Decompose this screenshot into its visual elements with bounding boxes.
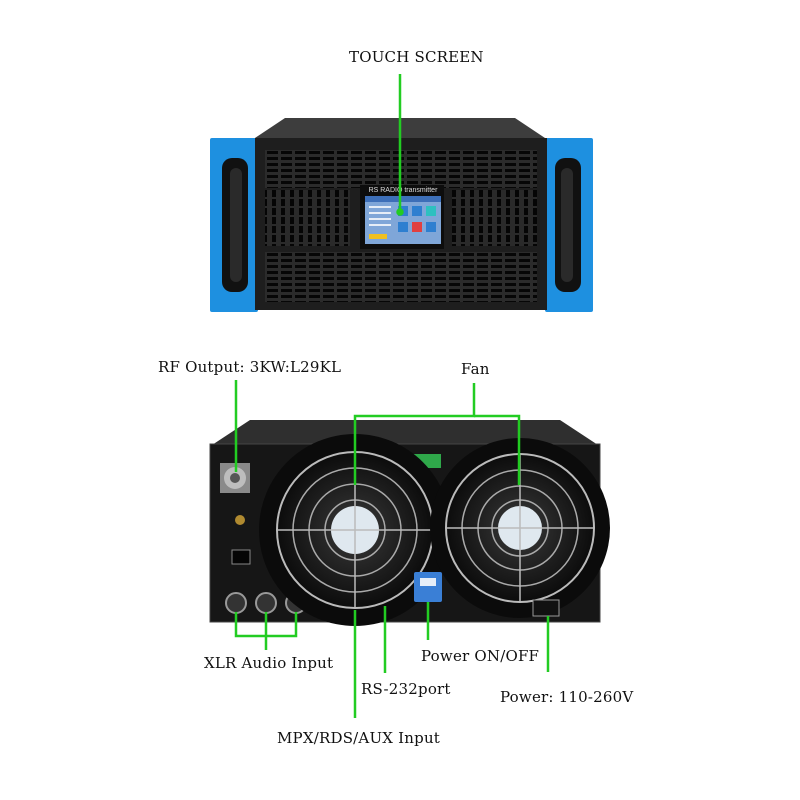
label-fan: Fan	[461, 360, 490, 378]
label-rs232-port: RS-232port	[361, 680, 451, 698]
label-touch-screen: TOUCH SCREEN	[349, 48, 484, 66]
label-power: Power: 110-260V	[500, 688, 634, 706]
screen-header-text: RS RADIO transmitter	[369, 187, 439, 194]
xlr-connector-2	[255, 592, 277, 614]
antenna-port	[235, 515, 245, 525]
lan-port	[231, 549, 251, 565]
callout-fan	[353, 383, 476, 485]
xlr-connector-1	[225, 592, 247, 614]
label-rf-output: RF Output: 3KW:L29KL	[158, 358, 342, 376]
rear-top-bevel	[212, 420, 598, 445]
callout-lines	[234, 74, 550, 718]
fan-left	[259, 434, 451, 626]
fan-right	[430, 438, 610, 618]
label-power-on-off: Power ON/OFF	[421, 647, 540, 665]
label-xlr-audio-input: XLR Audio Input	[204, 654, 334, 672]
power-switch[interactable]	[414, 572, 442, 602]
rear-panel	[209, 420, 610, 626]
label-mpx-input: MPX/RDS/AUX Input	[277, 729, 441, 747]
power-socket	[532, 599, 560, 617]
